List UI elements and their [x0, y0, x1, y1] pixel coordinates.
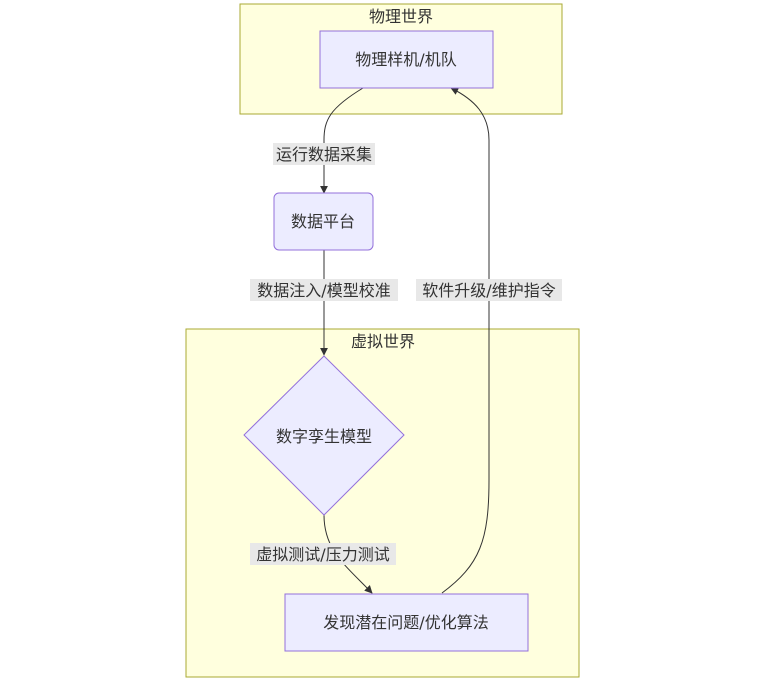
svg-text:物理样机/机队: 物理样机/机队 [355, 50, 456, 69]
edge-label-data-collection: 运行数据采集 [273, 143, 375, 165]
edge-label-data-injection: 数据注入/模型校准 [250, 279, 398, 301]
edge-prototype-to-platform [320, 87, 364, 194]
node-findings[interactable]: 发现潜在问题/优化算法 [284, 593, 529, 652]
svg-text:数据注入/模型校准: 数据注入/模型校准 [257, 281, 390, 300]
svg-text:发现潜在问题/优化算法: 发现潜在问题/优化算法 [323, 613, 488, 632]
cluster-physical-world-label: 物理世界 [369, 7, 433, 26]
svg-text:虚拟测试/压力测试: 虚拟测试/压力测试 [256, 545, 389, 564]
cluster-virtual-world-label: 虚拟世界 [351, 332, 415, 351]
svg-text:数字孪生模型: 数字孪生模型 [276, 427, 372, 446]
svg-text:数据平台: 数据平台 [291, 212, 355, 231]
node-data-platform[interactable]: 数据平台 [273, 192, 374, 251]
cluster-physical-world: 物理世界 [239, 3, 563, 115]
node-physical-prototype[interactable]: 物理样机/机队 [319, 30, 494, 89]
node-digital-twin[interactable]: 数字孪生模型 [243, 355, 405, 516]
edge-label-software-upgrade: 软件升级/维护指令 [416, 279, 562, 301]
svg-text:运行数据采集: 运行数据采集 [276, 145, 372, 164]
edge-label-virtual-testing: 虚拟测试/压力测试 [250, 543, 396, 565]
svg-text:软件升级/维护指令: 软件升级/维护指令 [422, 281, 555, 300]
edge-findings-to-prototype [441, 87, 490, 594]
